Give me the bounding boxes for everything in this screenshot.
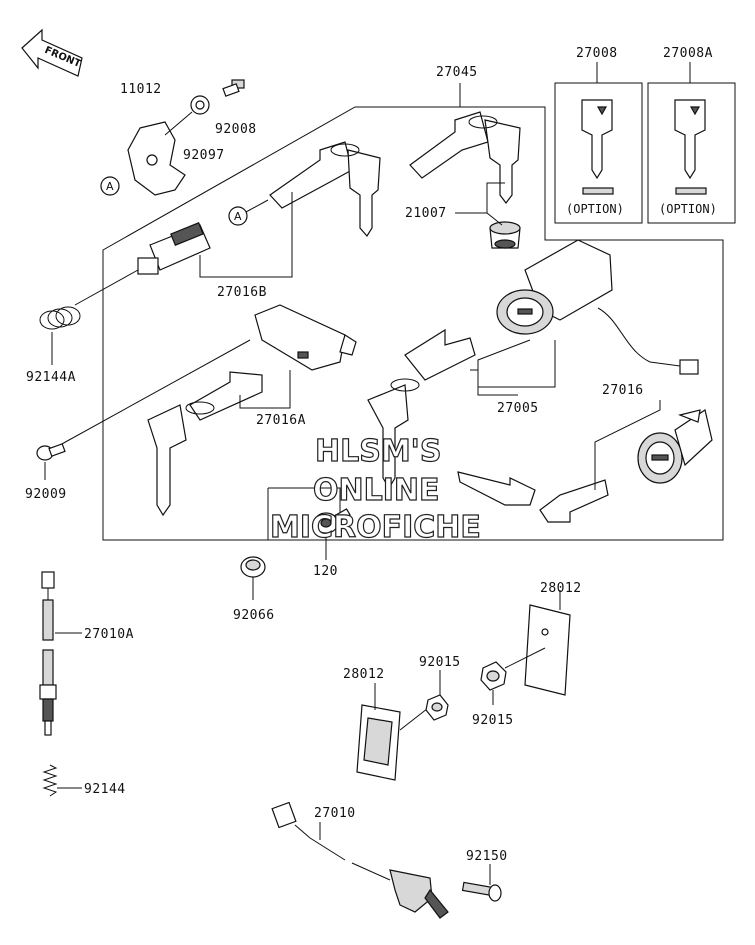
watermark: HLSM'S ONLINE MICROFICHE bbox=[269, 433, 481, 545]
part-number-27010: 27010 bbox=[314, 806, 356, 821]
part-number-92008: 92008 bbox=[215, 122, 257, 137]
part-number-92009: 92009 bbox=[25, 487, 67, 502]
key-pair-27045 bbox=[409, 111, 521, 204]
option-box-27008 bbox=[554, 82, 643, 224]
watermark-line-3: MICROFICHE bbox=[270, 510, 481, 545]
part-number-92015-top: 92015 bbox=[419, 655, 461, 670]
option-key-27008a bbox=[674, 99, 707, 195]
pad-28012-right bbox=[524, 604, 571, 696]
front-arrow-icon: FRONT bbox=[21, 28, 83, 77]
option-label-1: (OPTION) bbox=[566, 202, 624, 216]
cap-21007 bbox=[489, 221, 521, 249]
nut-92015-top bbox=[425, 694, 449, 721]
spring-92144a bbox=[39, 306, 81, 330]
callout-a-right: A bbox=[234, 210, 242, 223]
ignition-switch-27005 bbox=[496, 239, 699, 375]
part-number-92097: 92097 bbox=[183, 148, 225, 163]
option-key-27008 bbox=[581, 99, 614, 195]
part-number-28012-left: 28012 bbox=[343, 667, 385, 682]
part-number-27045: 27045 bbox=[436, 65, 478, 80]
option-label-2: (OPTION) bbox=[659, 202, 717, 216]
assembly-outline bbox=[102, 106, 724, 541]
part-number-27010a: 27010A bbox=[84, 627, 134, 642]
bolt-92008 bbox=[222, 79, 245, 97]
watermark-line-2: ONLINE bbox=[313, 473, 440, 508]
key-pair-27016b bbox=[269, 141, 381, 238]
option-box-27008a bbox=[647, 82, 736, 224]
bracket-11012 bbox=[100, 121, 186, 196]
grommet-92066 bbox=[240, 556, 266, 578]
lock-27016a bbox=[254, 304, 357, 371]
part-number-92144a: 92144A bbox=[26, 370, 76, 385]
washer-92097 bbox=[190, 95, 210, 115]
bolt-92150 bbox=[461, 881, 502, 902]
switch-27010a bbox=[39, 571, 57, 736]
part-number-27008a: 27008A bbox=[663, 46, 713, 61]
screw-92009 bbox=[36, 443, 66, 461]
part-number-28012-right: 28012 bbox=[540, 581, 582, 596]
key-pair-27016 bbox=[457, 471, 609, 523]
part-number-92144: 92144 bbox=[84, 782, 126, 797]
part-number-27016: 27016 bbox=[602, 383, 644, 398]
part-number-92015-bottom: 92015 bbox=[472, 713, 514, 728]
watermark-line-1: HLSM'S bbox=[315, 434, 441, 469]
part-number-92150: 92150 bbox=[466, 849, 508, 864]
nut-92015-bottom bbox=[480, 661, 507, 691]
part-number-120: 120 bbox=[313, 564, 338, 579]
part-number-27016a: 27016A bbox=[256, 413, 306, 428]
key-pair-27016a bbox=[147, 371, 263, 517]
part-number-27008: 27008 bbox=[576, 46, 618, 61]
part-number-21007: 21007 bbox=[405, 206, 447, 221]
spring-92144 bbox=[42, 764, 58, 797]
callout-a-left: A bbox=[106, 180, 114, 193]
part-number-92066: 92066 bbox=[233, 608, 275, 623]
key-pair-27005 bbox=[367, 328, 476, 490]
pad-28012-left bbox=[356, 704, 401, 781]
part-number-27016b: 27016B bbox=[217, 285, 267, 300]
part-number-11012: 11012 bbox=[120, 82, 162, 97]
part-number-27005: 27005 bbox=[497, 401, 539, 416]
lock-27016 bbox=[637, 409, 713, 484]
lock-cylinder-27016b bbox=[137, 222, 211, 275]
switch-27010 bbox=[271, 801, 449, 919]
